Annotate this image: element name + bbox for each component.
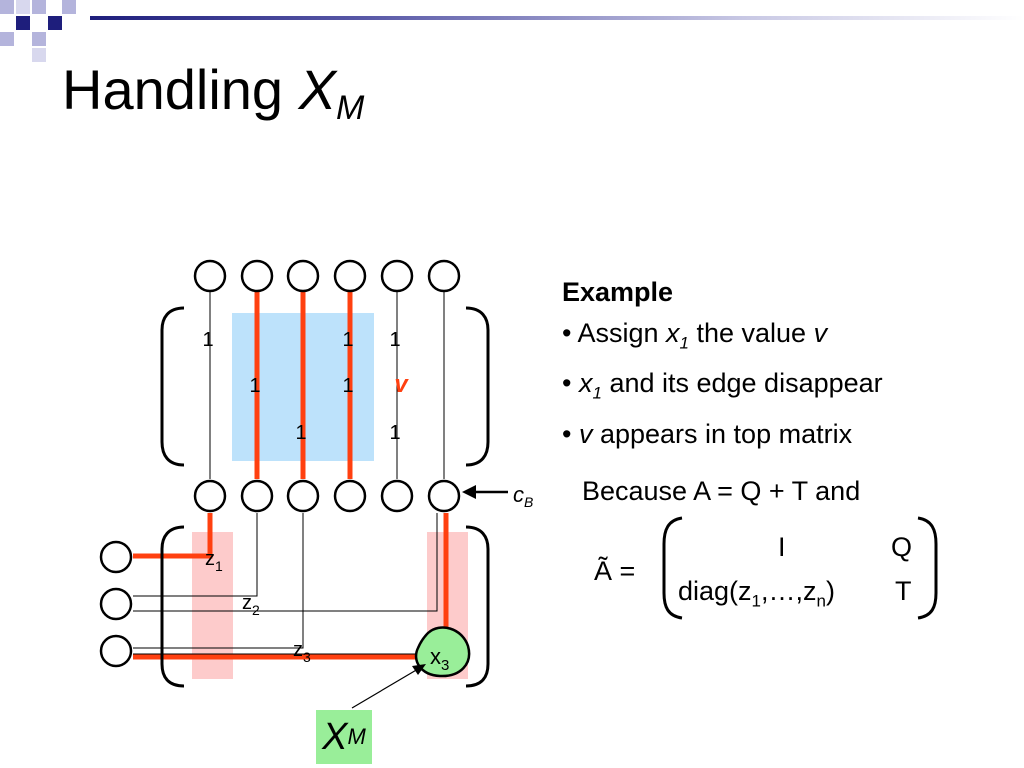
z-label: z3 <box>293 639 311 665</box>
example-line-3: • v appears in top matrix <box>562 418 853 449</box>
z-label: z2 <box>242 592 260 618</box>
middle-node <box>193 479 227 513</box>
xm-sub: M <box>347 724 366 749</box>
xm-pointer-head <box>412 664 426 675</box>
block-matrix-left-bracket <box>662 516 683 620</box>
middle-node <box>380 479 414 513</box>
x3-blob <box>414 626 471 678</box>
top-node <box>380 259 414 293</box>
example-panel: Example • Assign x1 the value v • x1 and… <box>562 272 883 455</box>
xm-pointer <box>351 668 419 709</box>
cb-arrow-head <box>462 485 476 499</box>
edge-thin <box>133 513 258 597</box>
block-matrix-right-bracket <box>917 516 938 620</box>
slide-title-text: Handling <box>62 58 299 121</box>
cb-label: cB <box>513 482 533 510</box>
top-node <box>333 259 367 293</box>
slide-title-sub: M <box>335 89 365 127</box>
left-node <box>99 540 133 574</box>
example-line-1: • Assign x1 the value v <box>562 318 828 353</box>
matrix-one: 1 <box>342 329 353 351</box>
left-node <box>99 587 133 621</box>
matrix-cell-identity: I <box>778 532 786 562</box>
edge-thin <box>133 513 438 612</box>
top-node <box>240 259 274 293</box>
atilde-label: Ã = <box>594 556 636 586</box>
left-node <box>99 634 133 668</box>
matrix-cell-t: T <box>895 576 912 606</box>
top-matrix-left-bracket <box>160 306 185 467</box>
slide-title: Handling XM <box>62 62 365 127</box>
decor-square <box>48 16 62 30</box>
matrix-one: 1 <box>342 375 353 397</box>
middle-node <box>333 479 367 513</box>
xm-text: X <box>322 715 348 758</box>
z-label: z1 <box>205 548 223 574</box>
matrix-cell-q: Q <box>891 532 913 562</box>
bottom-matrix-left-bracket <box>160 525 185 688</box>
middle-node <box>240 479 274 513</box>
top-node <box>286 259 320 293</box>
matrix-cell-diag: diag(z1,…,zn) <box>678 576 835 611</box>
matrix-one: 1 <box>202 329 213 351</box>
decor-square <box>32 48 46 62</box>
decor-square <box>16 16 30 30</box>
decor-square <box>16 0 30 14</box>
decor-square <box>32 32 46 46</box>
matrix-one: 1 <box>249 375 260 397</box>
bottom-matrix-right-bracket <box>465 525 490 688</box>
top-node <box>427 259 461 293</box>
example-line-2: • x1 and its edge disappear <box>562 368 883 403</box>
decor-square <box>0 0 14 14</box>
x3-label: x3 <box>430 644 449 674</box>
matrix-one: 1 <box>295 422 306 444</box>
edge-red <box>133 513 213 559</box>
decor-square <box>0 32 14 46</box>
decor-square <box>32 0 46 14</box>
title-gradient-bar <box>90 16 1024 20</box>
middle-node <box>286 479 320 513</box>
edge-thin <box>133 513 304 649</box>
top-matrix-right-bracket <box>465 306 490 467</box>
middle-node <box>427 479 461 513</box>
matrix-one: 1 <box>389 329 400 351</box>
example-heading: Example <box>562 277 674 307</box>
top-node <box>193 259 227 293</box>
decor-square <box>62 0 76 14</box>
matrix-v: v <box>394 371 409 398</box>
slide-title-var: X <box>298 58 336 121</box>
matrix-one: 1 <box>389 422 400 444</box>
because-text: Because A = Q + T and <box>582 476 861 506</box>
